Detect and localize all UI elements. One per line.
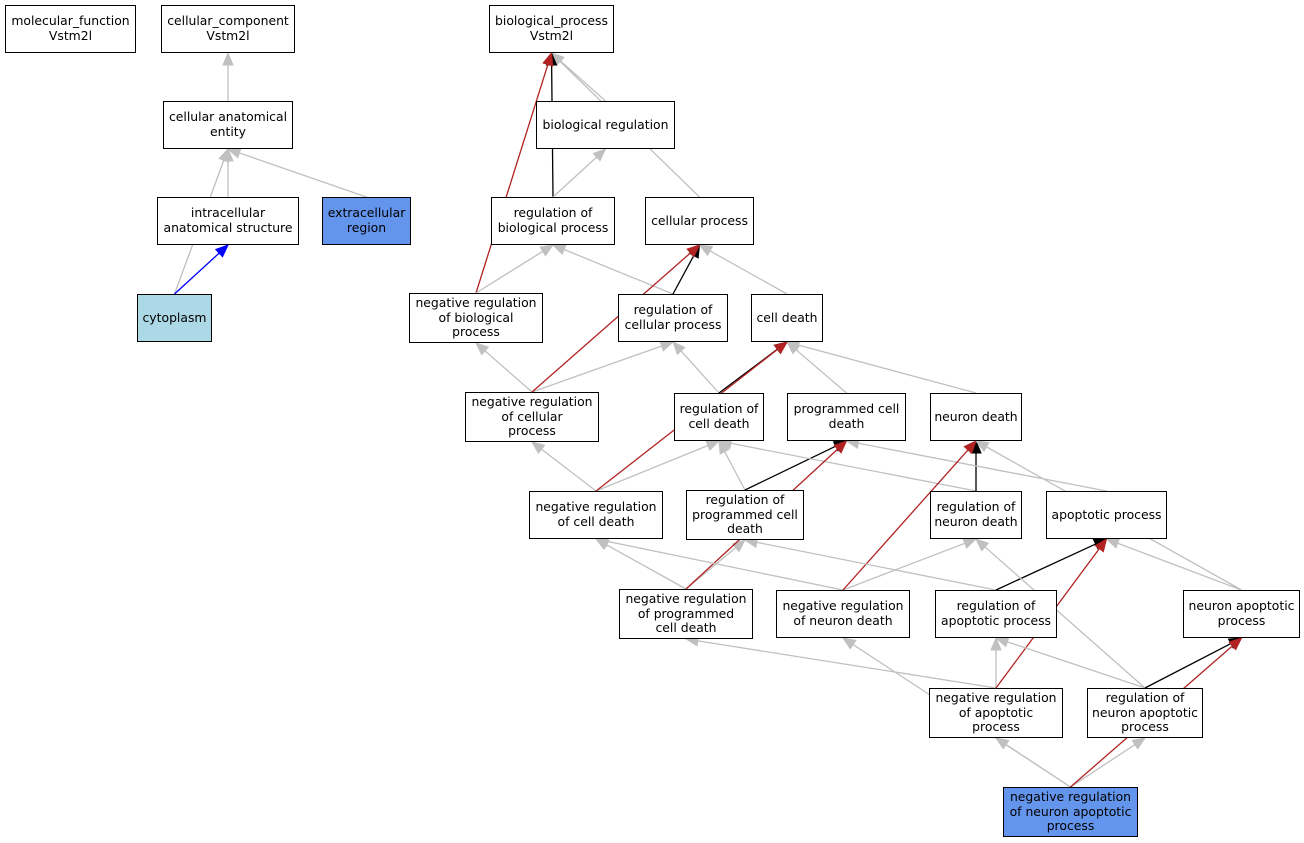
edge-arrowhead: [530, 441, 546, 455]
edge-grey: [1007, 641, 1146, 689]
edge-arrowhead: [833, 440, 848, 454]
edge-grey: [798, 344, 977, 394]
edge-grey: [709, 250, 788, 295]
edge-arrowhead: [592, 148, 607, 162]
edge-grey: [595, 444, 709, 492]
edge-arrowhead: [963, 440, 977, 455]
node-negative-regulation-of-biological-process[interactable]: negative regulation of biological proces…: [409, 293, 543, 343]
node-neuron-apoptotic-process[interactable]: neuron apoptotic process: [1183, 590, 1300, 638]
edge-grey: [984, 546, 1146, 689]
node-negative-regulation-of-neuron-death[interactable]: negative regulation of neuron death: [776, 590, 910, 638]
edge-arrowhead: [962, 538, 978, 549]
edge-arrowhead: [698, 244, 714, 257]
edge-grey: [1117, 542, 1242, 591]
edge-arrowhead: [974, 440, 990, 453]
edge-arrowhead: [841, 637, 857, 650]
edge-grey: [560, 60, 606, 102]
edge-arrowhead: [475, 342, 490, 356]
node-molecular-function[interactable]: molecular_function Vstm2l: [5, 5, 136, 53]
edge-grey: [1070, 744, 1136, 788]
edge-arrowhead: [975, 538, 990, 552]
edge-arrowhead: [1131, 737, 1147, 750]
node-cellular-process[interactable]: cellular process: [645, 197, 754, 245]
edge-red: [475, 64, 549, 294]
edge-grey: [756, 541, 997, 591]
edge-arrowhead: [672, 341, 686, 356]
edge-arrowhead: [773, 341, 789, 355]
node-negative-regulation-of-programmed-cell-death[interactable]: negative regulation of programmed cell d…: [619, 589, 753, 639]
node-regulation-of-cellular-process[interactable]: regulation of cellular process: [618, 294, 728, 342]
node-negative-regulation-of-apoptotic-process[interactable]: negative regulation of apoptotic process: [929, 688, 1063, 738]
edge-black: [995, 543, 1096, 591]
node-regulation-of-programmed-cell-death[interactable]: regulation of programmed cell death: [686, 490, 804, 540]
node-cellular-anatomical-entity[interactable]: cellular anatomical entity: [163, 101, 293, 149]
edge-arrowhead: [222, 51, 234, 66]
node-regulation-of-cell-death[interactable]: regulation of cell death: [674, 393, 764, 441]
node-extracellular-region[interactable]: extracellular region: [322, 197, 411, 245]
edge-grey: [1005, 744, 1071, 788]
edge-grey: [697, 640, 997, 689]
edge-grey: [795, 349, 847, 394]
edge-grey: [552, 156, 598, 198]
edge-grey: [607, 540, 844, 591]
node-regulation-of-neuron-apoptotic-process[interactable]: regulation of neuron apoptotic process: [1087, 688, 1203, 738]
node-regulation-of-neuron-death[interactable]: regulation of neuron death: [930, 491, 1022, 539]
edge-arrowhead: [542, 51, 554, 67]
edge-arrowhead: [705, 440, 721, 452]
node-intracellular-anatomical-structure[interactable]: intracellular anatomical structure: [157, 197, 299, 245]
edge-black: [672, 255, 695, 295]
node-negative-regulation-of-cell-death[interactable]: negative regulation of cell death: [529, 491, 663, 539]
edge-grey: [606, 544, 687, 590]
edge-black: [744, 445, 836, 491]
edge-grey: [541, 448, 597, 492]
edge-grey: [239, 152, 367, 198]
node-biological-process[interactable]: biological_process Vstm2l: [489, 5, 614, 53]
edge-arrowhead: [218, 147, 230, 163]
edge-arrowhead: [551, 244, 567, 256]
edge-arrowhead: [718, 439, 730, 455]
edge-grey: [724, 451, 746, 491]
node-neuron-death[interactable]: neuron death: [930, 393, 1022, 441]
node-programmed-cell-death[interactable]: programmed cell death: [787, 393, 906, 441]
edge-arrowhead: [994, 737, 1010, 750]
edge-arrowhead: [990, 636, 1002, 651]
edge-grey: [475, 250, 544, 294]
node-cell-death[interactable]: cell death: [751, 294, 823, 342]
edge-arrowhead: [214, 244, 229, 258]
edge-arrowhead: [686, 244, 701, 258]
edge-grey: [858, 442, 1107, 492]
edge-red: [531, 252, 691, 393]
edge-arrowhead: [1094, 537, 1108, 553]
edge-arrowhead: [731, 539, 747, 553]
edge-arrowhead: [1105, 538, 1121, 549]
edge-grey: [842, 542, 966, 591]
node-regulation-of-biological-process[interactable]: regulation of biological process: [491, 197, 615, 245]
node-negative-regulation-of-neuron-apoptotic-process[interactable]: negative regulation of neuron apoptotic …: [1003, 787, 1138, 837]
node-regulation-of-apoptotic-process[interactable]: regulation of apoptotic process: [935, 590, 1057, 638]
edge-red: [842, 449, 969, 591]
edge-blue: [174, 252, 220, 295]
edge-arrowhead: [659, 340, 675, 352]
node-biological-regulation[interactable]: biological regulation: [536, 101, 675, 149]
node-apoptotic-process[interactable]: apoptotic process: [1046, 491, 1167, 539]
edge-grey: [531, 345, 662, 393]
edge-grey: [563, 248, 674, 295]
edge-arrowhead: [539, 244, 555, 257]
node-cellular-component[interactable]: cellular_component Vstm2l: [161, 5, 295, 53]
edge-arrowhead: [1228, 637, 1243, 651]
edge-grey: [730, 442, 977, 492]
edge-black: [1144, 642, 1232, 689]
edge-grey: [680, 350, 720, 394]
node-cytoplasm[interactable]: cytoplasm: [137, 294, 212, 342]
node-negative-regulation-of-cellular-process[interactable]: negative regulation of cellular process: [465, 392, 599, 442]
edge-grey: [484, 350, 533, 393]
